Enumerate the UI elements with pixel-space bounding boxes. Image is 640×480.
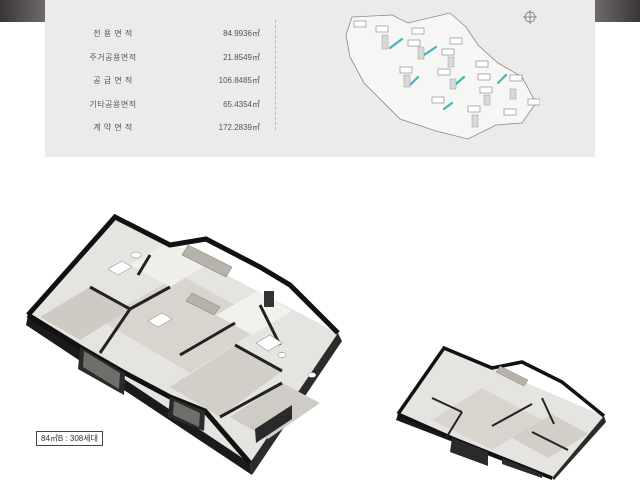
area-row: 주거공용면적 21.8549㎡ xyxy=(60,46,260,70)
area-row: 공 급 면 적 106.8485㎡ xyxy=(60,69,260,93)
unit-type-label: 84㎡B : 308세대 xyxy=(36,431,103,446)
area-value: 172.2839㎡ xyxy=(218,123,260,133)
area-row: 기타공용면적 65.4354㎡ xyxy=(60,93,260,117)
building-blocks xyxy=(353,20,540,116)
header-corner-left xyxy=(0,0,45,22)
area-label: 계 약 면 적 xyxy=(93,123,133,133)
site-layout-map xyxy=(345,10,540,140)
building-bodies xyxy=(381,34,517,128)
area-label: 전 용 면 적 xyxy=(93,29,133,39)
area-row: 전 용 면 적 84.9936㎡ xyxy=(60,22,260,46)
area-table: 전 용 면 적 84.9936㎡ 주거공용면적 21.8549㎡ 공 급 면 적… xyxy=(60,22,260,140)
highlighted-buildings xyxy=(388,37,508,111)
area-value: 65.4354㎡ xyxy=(223,99,260,109)
panel-divider xyxy=(275,20,277,130)
area-value: 84.9936㎡ xyxy=(223,29,260,39)
area-label: 공 급 면 적 xyxy=(93,76,133,86)
floor-plan-secondary xyxy=(396,345,606,480)
header-corner-right xyxy=(595,0,640,22)
floor-plan-main xyxy=(26,213,342,475)
area-row: 계 약 면 적 172.2839㎡ xyxy=(60,116,260,140)
area-value: 106.8485㎡ xyxy=(218,76,260,86)
area-label: 기타공용면적 xyxy=(89,99,137,109)
area-label: 주거공용면적 xyxy=(89,52,137,62)
north-compass-icon xyxy=(523,10,537,24)
area-value: 21.8549㎡ xyxy=(223,52,260,62)
